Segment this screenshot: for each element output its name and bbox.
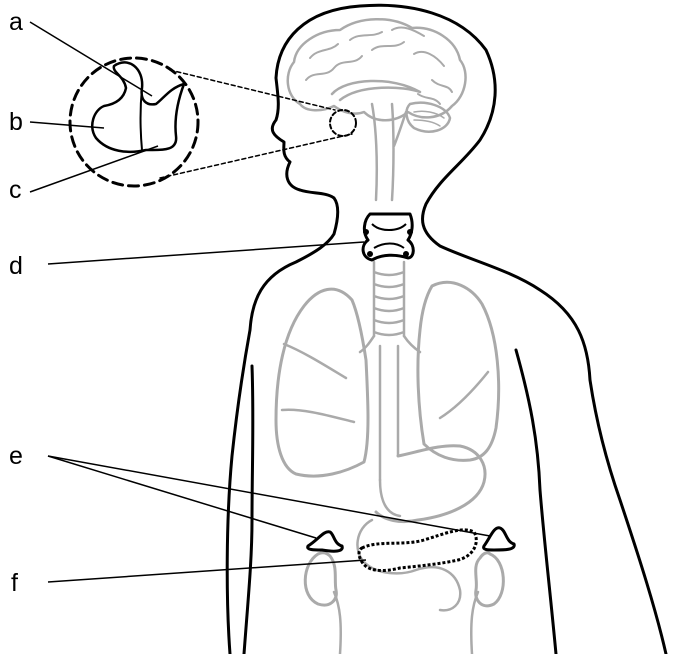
left-lung-fissure — [282, 344, 354, 422]
trachea — [374, 262, 404, 336]
leader-d — [48, 242, 364, 264]
pituitary-division — [141, 88, 143, 150]
internal-organs — [276, 19, 503, 654]
pituitary-magnifier-circle — [70, 58, 198, 186]
leader-f — [48, 560, 366, 582]
right-lung — [418, 282, 499, 460]
left-adrenal-gland — [308, 532, 343, 551]
right-adrenal-gland — [484, 528, 515, 550]
label-e: e — [9, 444, 23, 469]
left-arm-inner — [244, 366, 253, 654]
body-outline — [227, 5, 666, 654]
leader-a — [30, 22, 152, 96]
label-d: d — [9, 254, 23, 279]
leader-lines — [30, 22, 490, 582]
corpus-callosum — [332, 81, 420, 100]
pituitary-gland — [92, 62, 184, 151]
label-a: a — [9, 10, 23, 35]
thyroid-lobes — [372, 224, 406, 248]
pituitary-callout — [70, 58, 356, 186]
pancreas — [359, 530, 476, 571]
right-lung-fissure — [440, 372, 488, 418]
cerebellum-folds — [414, 111, 444, 126]
ureters — [334, 592, 478, 654]
label-f: f — [11, 571, 18, 596]
stomach — [376, 446, 485, 522]
esophagus — [380, 346, 398, 480]
label-c: c — [9, 178, 22, 203]
left-lung — [276, 289, 368, 476]
left-kidney — [305, 553, 336, 605]
bronchi — [360, 336, 420, 352]
right-kidney — [476, 553, 504, 606]
label-b: b — [9, 110, 23, 135]
brain-folds — [306, 28, 452, 104]
right-arm-inner — [516, 350, 556, 654]
endocrine-glands — [308, 214, 515, 570]
head-and-shoulders — [227, 5, 666, 654]
pituitary-small-circle — [330, 110, 356, 136]
